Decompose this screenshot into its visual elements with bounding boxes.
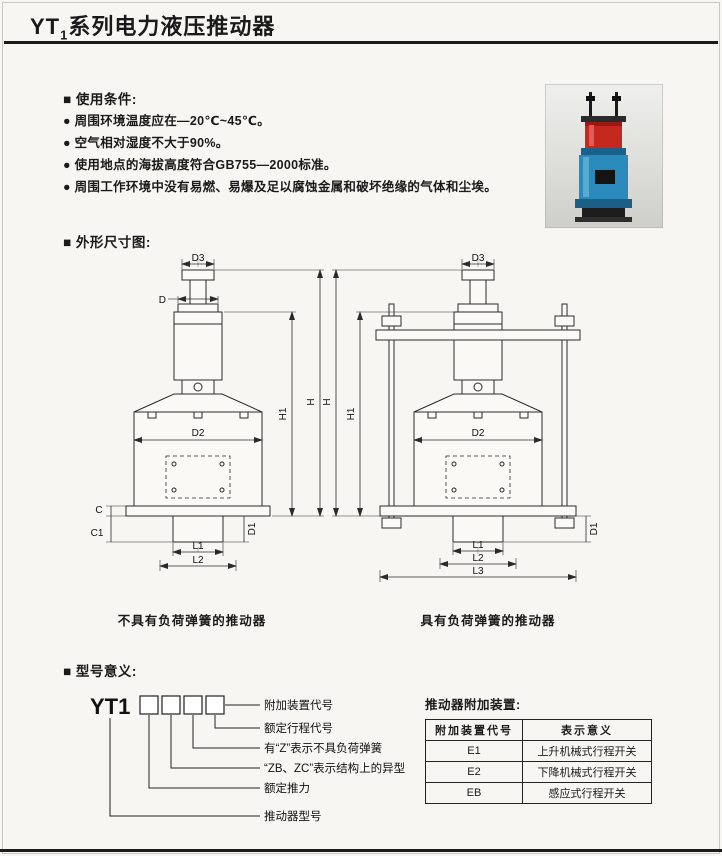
model-callout: “ZB、ZC”表示结构上的异型 [264,761,405,775]
model-callout: 额定推力 [264,781,310,795]
dim-label-d3: D3 [192,254,205,264]
dim-label-l3: L3 [472,566,484,577]
dim-label-d3: D3 [472,254,485,264]
dimension-drawing-right: D3 H H1 D2 D1 L1 L2 L3 [322,254,600,582]
dim-label-d2: D2 [472,428,485,439]
usage-item: ● 周围工作环境中没有易燃、易爆及足以腐蚀金属和破坏绝缘的气体和尘埃。 [63,180,498,194]
dim-label-l2: L2 [472,553,484,564]
cell-meaning: 感应式行程开关 [522,782,652,804]
cell-meaning: 上升机械式行程开关 [522,740,652,762]
outline-heading: ■ 外形尺寸图: [63,235,151,250]
dimension-drawing-left: D3 D D2 C C1 D1 L1 L2 H1 H [91,254,324,571]
left-drawing-caption: 不具有负荷弹簧的推动器 [117,614,267,628]
model-code-box [183,695,203,715]
dim-label-d: D [159,295,166,306]
column-header-meaning: 表示意义 [522,719,652,741]
page-title: YT1系列电力液压推动器 [30,9,275,42]
usage-item: ● 空气相对湿度不大于90%。 [63,136,229,150]
usage-item: ● 使用地点的海拔高度符合GB755—2000标准。 [63,158,337,172]
model-callout: 额定行程代号 [264,721,333,735]
title-subscript: 1 [60,27,69,43]
dim-label-d1: D1 [247,522,258,535]
model-designation-diagram: YT1 附加装置代号 额定行程代号 有“Z”表示不具负荷弹簧 “ZB、ZC”表示… [90,694,405,823]
dim-label-d2: D2 [192,428,205,439]
right-drawing-caption: 具有负荷弹簧的推动器 [420,614,556,628]
model-heading: ■ 型号意义: [63,664,137,679]
dim-label-d1: D1 [589,522,600,535]
dim-label-c1: C1 [91,528,104,539]
attachment-table: 附加装置代号 表示意义 E1 上升机械式行程开关 E2 下降机械式行程开关 EB… [425,719,652,804]
table-row: E1 上升机械式行程开关 [425,740,652,762]
dim-label-c: C [95,505,102,516]
model-callout: 附加装置代号 [264,698,333,712]
cell-meaning: 下降机械式行程开关 [522,761,652,783]
model-code-box [139,695,159,715]
model-code: YT1 [90,694,130,719]
dim-label-h: H [322,398,333,405]
model-callout: 有“Z”表示不具负荷弹簧 [264,741,382,755]
title-divider [4,41,718,44]
model-callout: 推动器型号 [264,809,322,823]
dim-label-l1: L1 [472,540,484,551]
product-photo [545,84,663,228]
dim-label-l2: L2 [192,555,204,566]
dim-label-h1: H1 [278,407,289,420]
dim-label-h: H [306,398,317,405]
table-row: E2 下降机械式行程开关 [425,761,652,783]
model-code-box [161,695,181,715]
dim-label-h1: H1 [346,407,357,420]
bottom-rule [0,849,722,852]
cell-code: EB [425,782,523,804]
title-prefix: YT [30,14,61,39]
model-code-box [205,695,225,715]
usage-heading: ■ 使用条件: [63,92,137,107]
table-header-row: 附加装置代号 表示意义 [425,719,652,741]
dim-label-l1: L1 [192,541,204,552]
usage-item: ● 周围环境温度应在—20℃~45℃。 [63,114,271,128]
column-header-code: 附加装置代号 [425,719,523,741]
attachment-section: 推动器附加装置: 附加装置代号 表示意义 E1 上升机械式行程开关 E2 下降机… [425,694,652,804]
cell-code: E1 [425,740,523,762]
cell-code: E2 [425,761,523,783]
title-suffix: 系列电力液压推动器 [68,14,276,39]
attachment-table-title: 推动器附加装置: [425,698,521,712]
table-row: EB 感应式行程开关 [425,782,652,804]
